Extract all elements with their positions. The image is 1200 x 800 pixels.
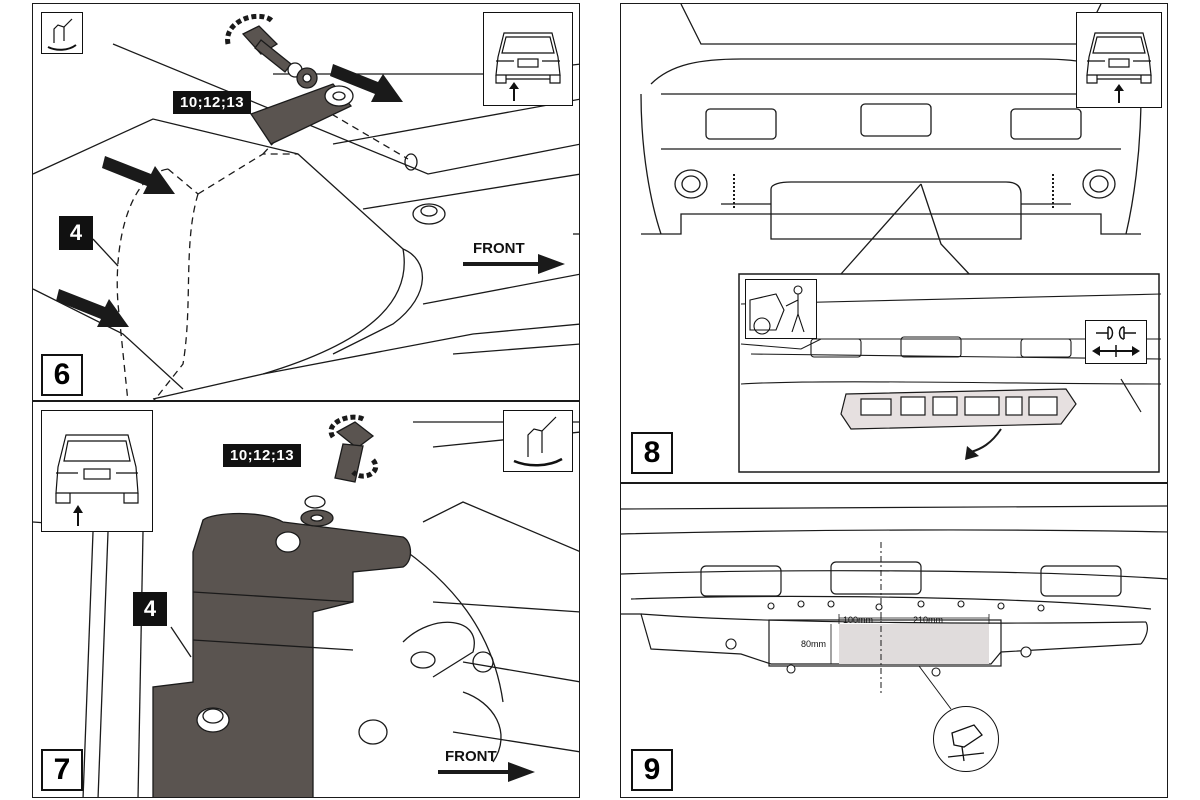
dimension-label: 210mm: [913, 615, 944, 625]
cut-area: [839, 624, 989, 664]
dimension-label: 100mm: [843, 615, 874, 625]
torque-label: 10;12;13: [173, 91, 252, 114]
step-6-illustration: [33, 13, 579, 400]
step-number: 8: [631, 432, 673, 474]
step-number: 6: [41, 354, 83, 396]
torque-label: 10;12;13: [223, 444, 302, 467]
rotation-arrow-icon: [328, 414, 367, 439]
step-6-panel: 10;12;13 4 FRONT 6: [32, 3, 580, 401]
part-number-label: 4: [133, 592, 167, 626]
dashed-arrow-icon: [56, 64, 403, 327]
front-arrow-icon: [438, 762, 535, 782]
car-rear-icon: [41, 410, 153, 532]
front-direction-label: FRONT: [473, 240, 525, 257]
car-rear-icon: [1076, 12, 1162, 108]
jigsaw-icon: [933, 706, 999, 772]
hand-tool-icon: [503, 410, 573, 472]
step-9-panel: 100mm 210mm 80mm 9: [620, 483, 1168, 798]
rotation-arrow-icon: [225, 13, 275, 45]
hand-tool-icon: [41, 12, 83, 54]
remove-arrow-icon: [970, 428, 1002, 453]
step-number: 7: [41, 749, 83, 791]
car-rear-icon: [483, 12, 573, 106]
step-number: 9: [631, 749, 673, 791]
bolt-icon: [241, 25, 318, 89]
dimension-label: 80mm: [801, 639, 827, 649]
rear-cover-part: [840, 388, 1077, 430]
step-9-illustration: [621, 505, 1167, 710]
front-arrow-icon: [463, 254, 565, 274]
step-8-panel: 8: [620, 3, 1168, 483]
mechanic-icon: [745, 279, 817, 339]
step-7-panel: 10;12;13 4 FRONT 7: [32, 401, 580, 798]
step-7-illustration: [33, 414, 579, 797]
part-number-label: 4: [59, 216, 93, 250]
connector-disconnect-icon: [1085, 320, 1147, 364]
front-direction-label: FRONT: [445, 748, 497, 765]
bracket-part: [152, 512, 412, 797]
